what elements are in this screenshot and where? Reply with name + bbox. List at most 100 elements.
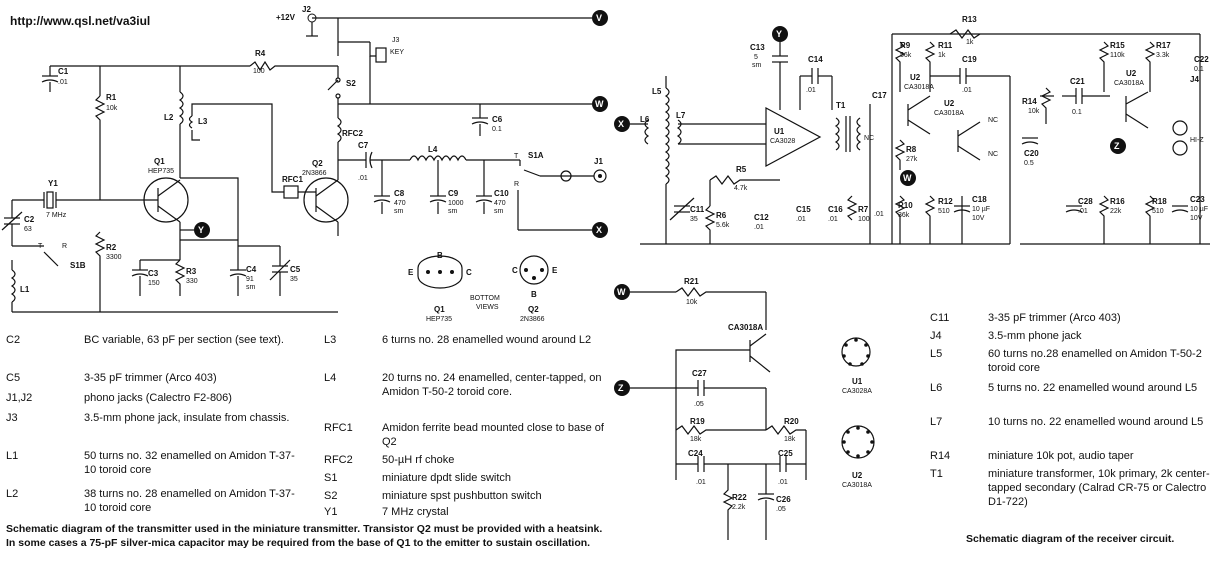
r15-value: 110k: [1110, 52, 1125, 59]
c7-label: C7: [358, 141, 369, 150]
part-ref: C11: [930, 312, 950, 324]
c9-value: 1000: [448, 200, 464, 207]
rfc2-label: RFC2: [342, 129, 363, 138]
c13-label: C13: [750, 43, 765, 52]
r22-label: R22: [732, 493, 747, 502]
u2-det-type: CA3018A: [728, 323, 763, 332]
c12-value: .01: [754, 224, 764, 231]
part-desc: Amidon ferrite bead mounted close to bas…: [382, 422, 604, 448]
r2-label: R2: [106, 243, 117, 252]
q1-pin-b: B: [437, 251, 443, 260]
c3-label: C3: [148, 269, 159, 278]
part-ref: J3: [6, 412, 18, 424]
r9-value: 56k: [900, 52, 912, 59]
part-ref: L4: [324, 372, 337, 384]
r19-value: 18k: [690, 436, 702, 443]
s1a-t: T: [514, 153, 519, 160]
c1-value: .01: [58, 79, 68, 86]
r17-value: 3.3k: [1156, 52, 1170, 59]
u1-pinout: [841, 337, 871, 367]
r20-label: R20: [784, 417, 799, 426]
s1b-label: S1B: [70, 261, 86, 270]
c4-label: C4: [246, 265, 257, 274]
r6-label: R6: [716, 211, 727, 220]
s2-label: S2: [346, 79, 356, 88]
c22-value: 0.1: [1194, 66, 1204, 73]
u2-nc-2: NC: [988, 151, 998, 158]
r12-label: R12: [938, 197, 953, 206]
l7-label: L7: [676, 111, 686, 120]
part-desc: miniature spst pushbutton switch: [382, 490, 542, 502]
terminal-y-rx: [772, 26, 788, 42]
c15-label: C15: [796, 205, 811, 214]
r10-label: R10: [898, 201, 913, 210]
terminal-z-det: [614, 380, 630, 396]
part-ref: L3: [324, 334, 337, 346]
u2-nc-1: NC: [988, 117, 998, 124]
r12-value: 510: [938, 208, 950, 215]
u2-pinout-type: CA3018A: [842, 482, 872, 489]
q2-pin-c: C: [512, 266, 518, 275]
c21-value: 0.1: [1072, 109, 1082, 116]
terminal-y-rx-text: Y: [776, 29, 782, 39]
c26-label: C26: [776, 495, 791, 504]
terminal-x-rx: [614, 116, 630, 132]
r1-label: R1: [106, 93, 117, 102]
j2-label: J2: [302, 5, 311, 14]
c27-value: .05: [694, 401, 704, 408]
c7-value: .01: [358, 175, 368, 182]
part-ref: J1,J2: [6, 392, 33, 404]
rfc1-label: RFC1: [282, 175, 303, 184]
y1-label: Y1: [48, 179, 58, 188]
r7-value: 100: [858, 216, 870, 223]
terminal-x-tx-text: X: [596, 225, 602, 235]
c26-value: .05: [776, 506, 786, 513]
q2-bottom-type: 2N3866: [520, 316, 545, 323]
key-label: KEY: [390, 49, 404, 56]
terminal-y-text: Y: [198, 225, 204, 235]
r15-label: R15: [1110, 41, 1125, 50]
c13-value: 5: [754, 54, 758, 61]
terminal-w-det-text: W: [617, 287, 626, 297]
part-desc: 20 turns no. 24 enamelled, center-tapped…: [382, 372, 602, 398]
r17-label: R17: [1156, 41, 1171, 50]
s1b-r: R: [62, 243, 67, 250]
l5-label: L5: [652, 87, 662, 96]
c8-value: 470: [394, 200, 406, 207]
c4-type: sm: [246, 284, 256, 291]
r3-label: R3: [186, 267, 197, 276]
r4-label: R4: [255, 49, 266, 58]
q1-bottom-label: Q1: [434, 305, 445, 314]
r16-label: R16: [1110, 197, 1125, 206]
c15-value: .01: [796, 216, 806, 223]
r4-value: 100: [253, 68, 265, 75]
c21-label: C21: [1070, 77, 1085, 86]
part-ref: L2: [6, 488, 19, 500]
j3-jack: [375, 47, 387, 63]
r22-value: 2.2k: [732, 504, 746, 511]
terminal-z-rx: [1110, 138, 1126, 154]
source-url[interactable]: http://www.qsl.net/va3iul: [10, 14, 151, 28]
q2-label: Q2: [312, 159, 323, 168]
terminal-w-rx: [900, 170, 916, 186]
r13-value: 1k: [966, 39, 974, 46]
terminal-w-det: [614, 284, 630, 300]
r14-value: 10k: [1028, 108, 1040, 115]
r18-value: 510: [1152, 208, 1164, 215]
l2-label: L2: [164, 113, 174, 122]
part-ref: C5: [6, 372, 21, 384]
c20-value: 0.5: [1024, 160, 1034, 167]
c10-value: 470: [494, 200, 506, 207]
r3-value: 330: [186, 278, 198, 285]
part-desc: miniature 10k pot, audio taper: [988, 450, 1134, 462]
j4-label: J4: [1190, 75, 1199, 84]
j3-label: J3: [392, 37, 400, 44]
c19-label: C19: [962, 55, 977, 64]
part-desc: 10 turns no. 22 enamelled wound around L…: [988, 416, 1204, 428]
l3-label: L3: [198, 117, 208, 126]
terminal-w-rx-text: W: [903, 173, 912, 183]
c4-value: 91: [246, 276, 254, 283]
r16-value: 22k: [1110, 208, 1122, 215]
q1-pinout: [417, 255, 463, 289]
r5-label: R5: [736, 165, 747, 174]
